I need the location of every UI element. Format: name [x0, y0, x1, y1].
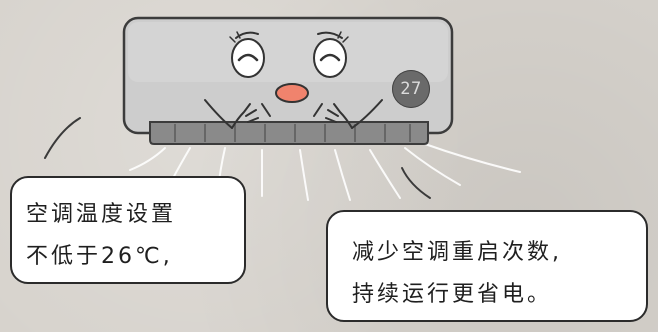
- ac-vent: [149, 121, 429, 145]
- bubble-left-line-2: 不低于26℃,: [26, 244, 173, 269]
- arms: [204, 99, 383, 129]
- speech-bubble-right: 减少空调重启次数, 持续运行更省电。: [326, 210, 648, 322]
- temperature-display: 27: [392, 70, 430, 108]
- speech-bubble-left: 空调温度设置 不低于26℃,: [10, 176, 246, 284]
- left-eye: [229, 31, 265, 78]
- bubble-right-line-2: 持续运行更省电。: [352, 282, 553, 307]
- motion-marks: [44, 117, 431, 199]
- temperature-value: 27: [400, 79, 422, 99]
- mouth: [275, 83, 309, 103]
- bubble-left-line-1: 空调温度设置: [26, 202, 177, 227]
- bubble-right-line-1: 减少空调重启次数,: [352, 240, 562, 265]
- airflow-lines: [129, 143, 521, 201]
- right-eye: [313, 31, 349, 78]
